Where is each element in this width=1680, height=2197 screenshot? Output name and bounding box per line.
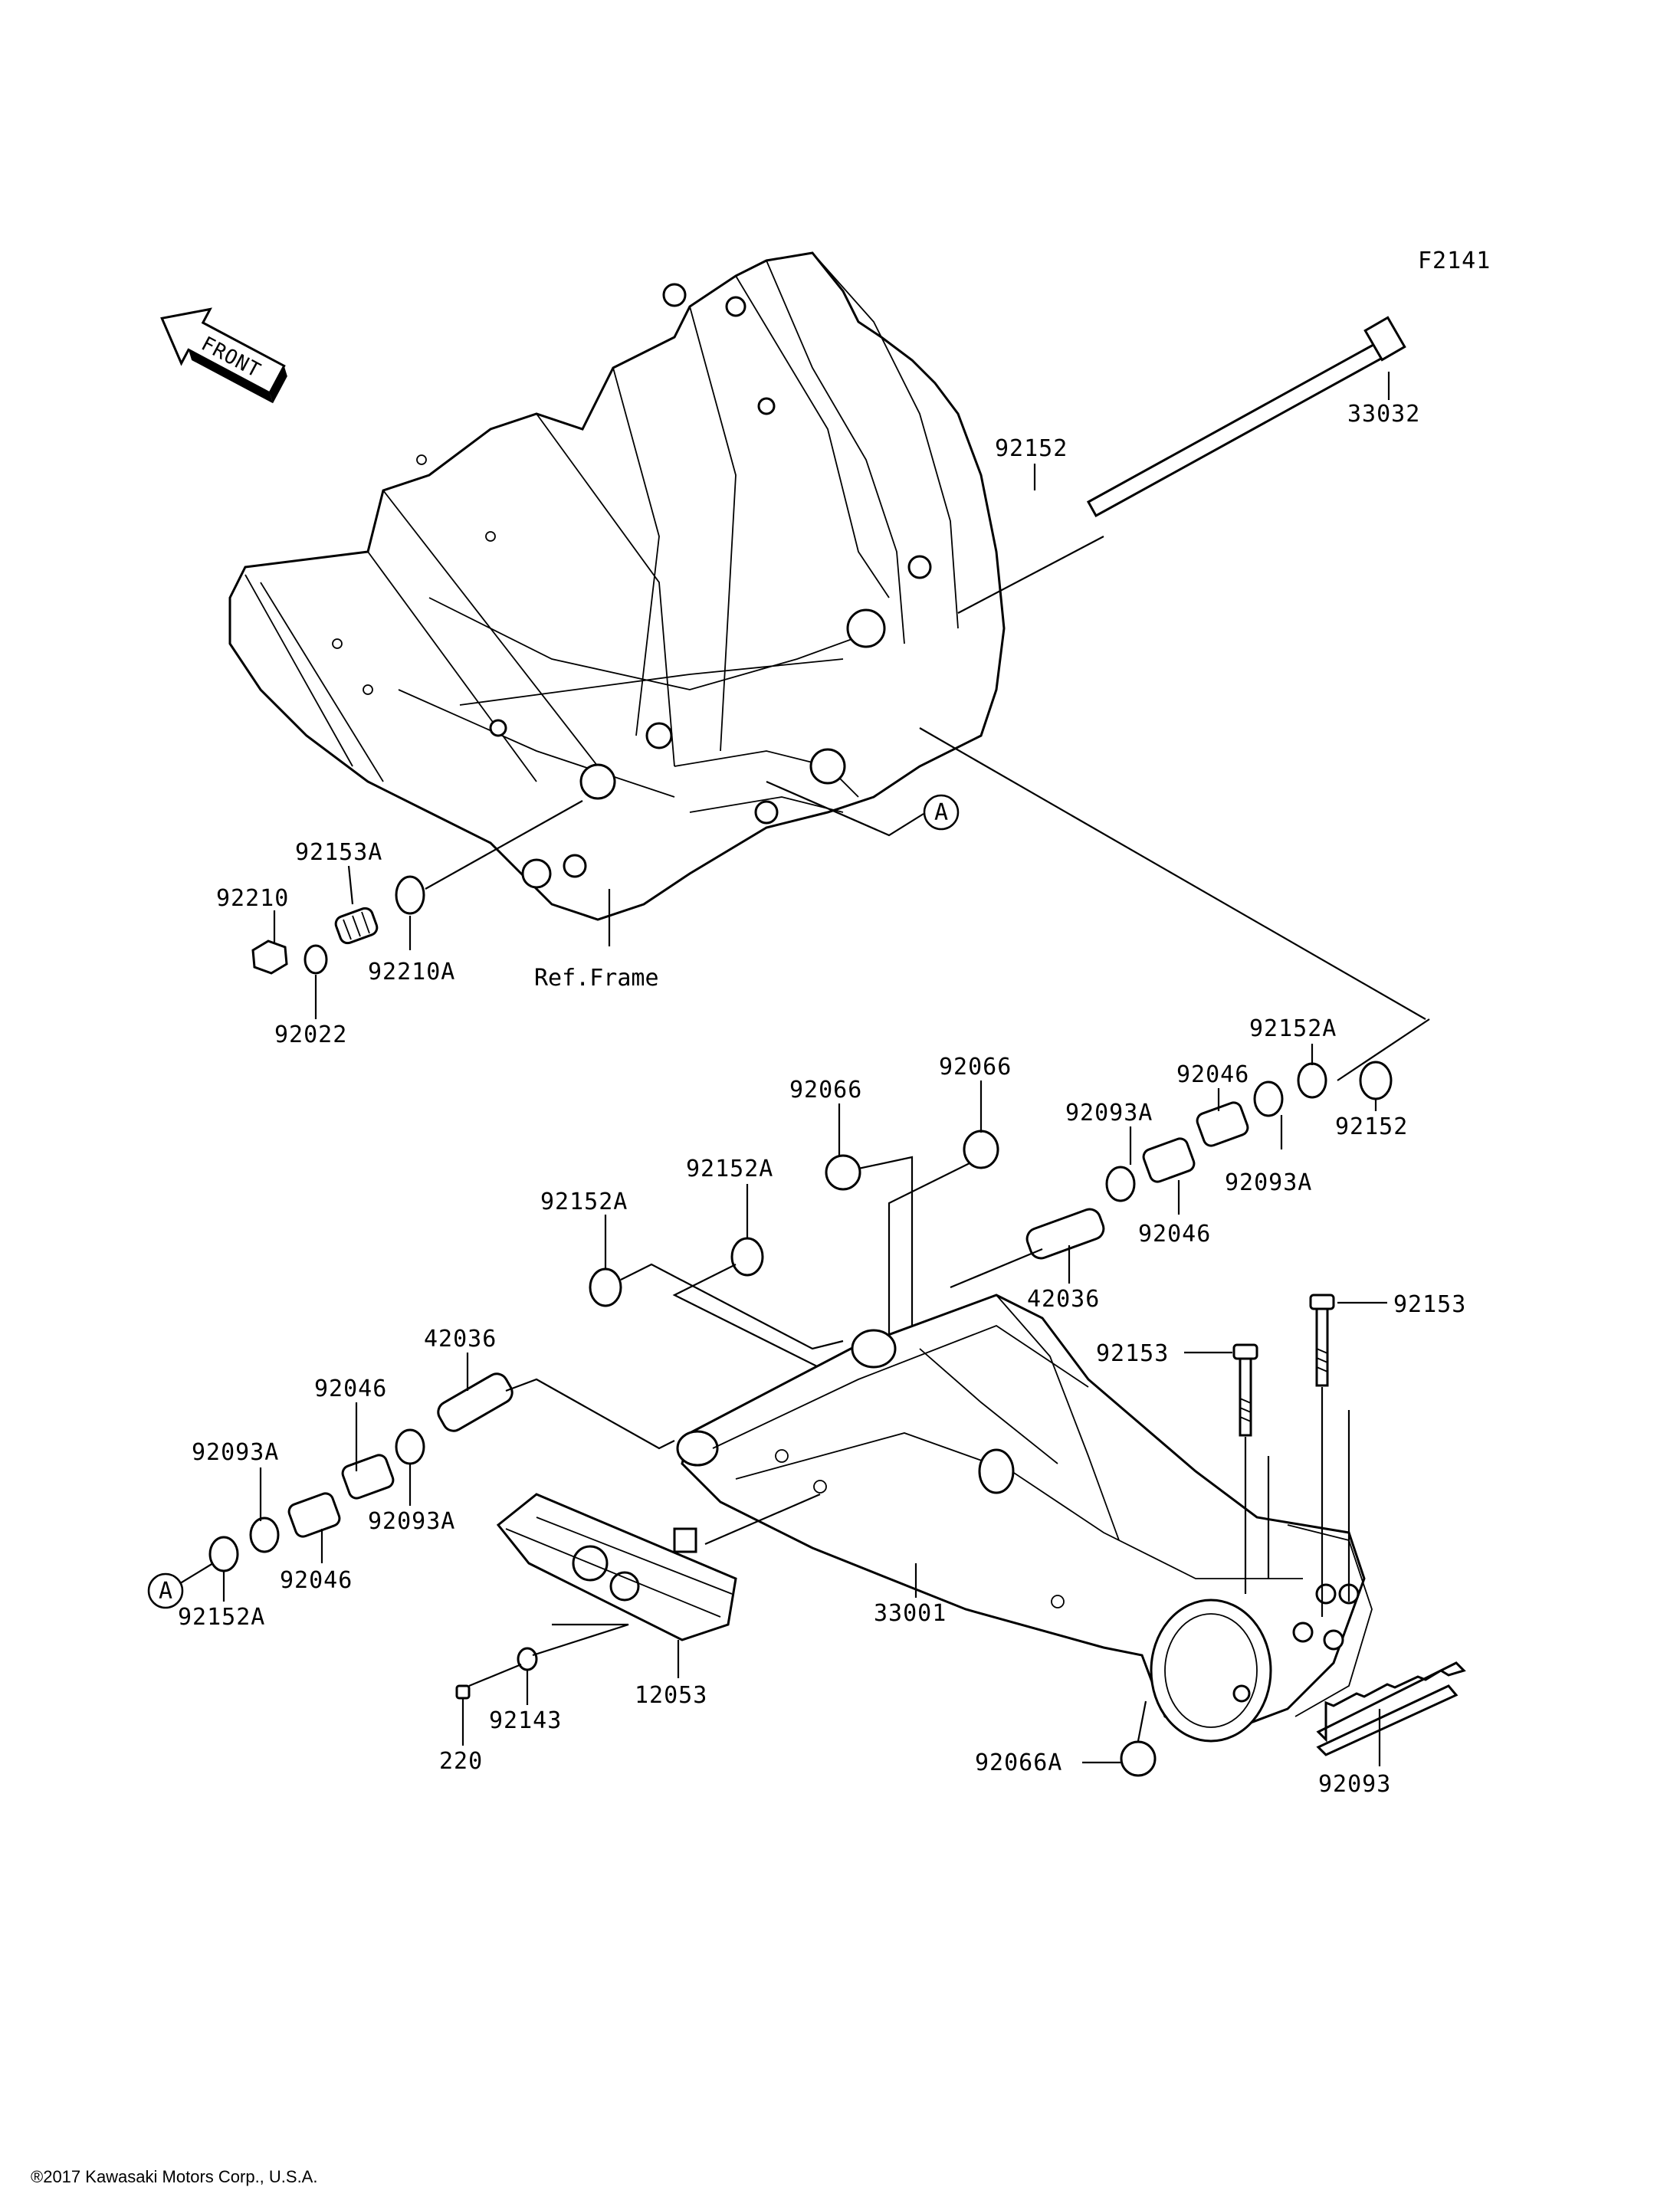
- label-92143: 92143: [489, 1707, 562, 1734]
- label-92153-right: 92153: [1393, 1291, 1466, 1318]
- label-92093A-right-2: 92093A: [1225, 1169, 1312, 1196]
- pivot-shaft-33032: [957, 316, 1406, 614]
- frame-drawing: [228, 251, 1006, 921]
- label-92093: 92093: [1318, 1771, 1391, 1798]
- label-42036-left: 42036: [424, 1326, 497, 1353]
- label-92152A-right: 92152A: [1249, 1015, 1337, 1042]
- label-92046-right-2: 92046: [1138, 1221, 1211, 1248]
- part-92152A-right: [1297, 1062, 1327, 1099]
- copyright-notice: ®2017 Kawasaki Motors Corp., U.S.A.: [31, 2167, 317, 2186]
- part-92152A-left: [208, 1536, 239, 1572]
- label-33032: 33032: [1347, 401, 1420, 428]
- label-92152A-left: 92152A: [540, 1189, 628, 1215]
- part-92093A-right-2: [1105, 1166, 1136, 1202]
- part-92093A-left-2: [249, 1517, 280, 1553]
- ref-marker-a-bottom: A: [147, 1572, 184, 1609]
- label-33001: 33001: [874, 1600, 947, 1627]
- part-92152A-mid-2: [589, 1267, 622, 1307]
- label-92210: 92210: [216, 885, 289, 912]
- part-92093A-left-1: [395, 1428, 425, 1465]
- label-92152-top: 92152: [995, 435, 1068, 462]
- part-92093A-right-1: [1253, 1080, 1284, 1117]
- part-92153A-collar: [334, 907, 379, 945]
- part-42036-collar-left: [437, 1372, 514, 1432]
- ref-marker-a-top: A: [923, 794, 960, 831]
- part-92210A-nut: [395, 875, 425, 915]
- label-92093A-left-1: 92093A: [192, 1439, 279, 1466]
- bolt-92153-mid: [1232, 1343, 1258, 1437]
- label-92066-1: 92066: [789, 1077, 862, 1103]
- cap-92066A: [1120, 1740, 1157, 1777]
- ref-marker-a-bottom-label: A: [159, 1578, 173, 1605]
- ref-marker-a-top-label: A: [934, 799, 949, 826]
- label-92046-left-1: 92046: [314, 1376, 387, 1402]
- part-92022-washer: [304, 944, 328, 975]
- part-92046-right-1: [1196, 1101, 1249, 1147]
- part-92046-right-2: [1142, 1137, 1196, 1183]
- label-92093A-left-2: 92093A: [368, 1508, 455, 1535]
- chain-guide-12053: [496, 1493, 737, 1641]
- label-92153-mid: 92153: [1096, 1340, 1169, 1367]
- bolt-92153-right: [1309, 1294, 1335, 1387]
- part-92210-nut: [251, 939, 288, 975]
- part-92066-cap-1: [825, 1154, 861, 1191]
- swingarm-33001: [676, 1294, 1373, 1743]
- label-92046-left-2: 92046: [280, 1567, 353, 1594]
- label-92152A-mid: 92152A: [686, 1156, 773, 1182]
- front-arrow-icon: FRONT: [160, 307, 287, 404]
- part-92066-cap-2: [963, 1130, 999, 1169]
- label-92046-right-1: 92046: [1176, 1061, 1249, 1088]
- screw-220: [455, 1684, 471, 1700]
- seal-strip-92093: [1316, 1661, 1466, 1756]
- label-92210A: 92210A: [368, 959, 455, 985]
- washer-92143: [517, 1647, 538, 1671]
- label-92153A: 92153A: [295, 839, 382, 866]
- diagram-code: F2141: [1418, 248, 1491, 274]
- label-92093A-right-1: 92093A: [1065, 1100, 1153, 1126]
- label-220: 220: [439, 1748, 483, 1775]
- part-42036-collar-right: [1025, 1208, 1105, 1260]
- label-92152-right: 92152: [1335, 1113, 1408, 1140]
- callout-labels: 33032 92152 92210 92153A 92210A 92022 Re…: [178, 401, 1466, 1798]
- label-92022: 92022: [274, 1021, 347, 1048]
- label-92152A-bottom-left: 92152A: [178, 1604, 265, 1631]
- label-ref-frame: Ref.Frame: [534, 965, 659, 992]
- label-92066-2: 92066: [939, 1054, 1012, 1080]
- part-92152A-mid-1: [730, 1237, 764, 1277]
- part-92046-left-1: [341, 1454, 395, 1500]
- part-92046-left-2: [287, 1492, 341, 1538]
- part-92152-washer-right: [1359, 1061, 1393, 1100]
- label-42036-right: 42036: [1027, 1286, 1100, 1313]
- leader-lines: [222, 372, 1390, 1764]
- label-92066A: 92066A: [975, 1749, 1062, 1776]
- label-12053: 12053: [635, 1682, 707, 1709]
